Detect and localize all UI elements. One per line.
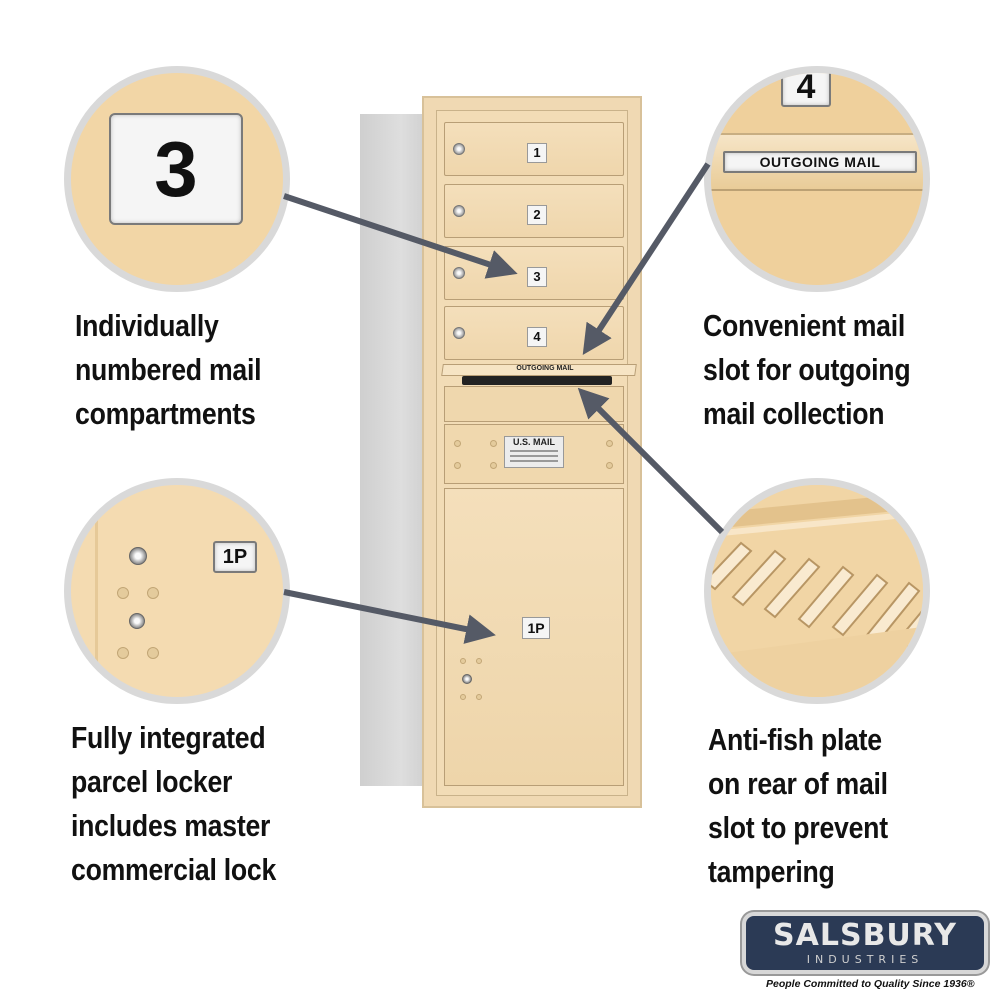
callout-compartment-number: 3 [64, 66, 290, 292]
caption-line: Fully integrated [71, 720, 266, 755]
mail-door-2: 2 [444, 184, 624, 238]
caption-line: on rear of mail [708, 766, 888, 801]
caption-line: Convenient mail [703, 308, 906, 343]
caption-line: Anti-fish plate [708, 722, 882, 757]
rivet [454, 440, 461, 447]
door-number: 1 [527, 143, 547, 163]
arrow-to-outgoing-slot [582, 162, 711, 356]
door-number: 4 [527, 327, 547, 347]
salsbury-logo [742, 912, 988, 974]
plate-fine-print [510, 450, 558, 452]
caption-line: parcel locker [71, 764, 233, 799]
usmail-plate [504, 436, 564, 468]
rivet [117, 647, 129, 659]
lock-icon [453, 267, 465, 279]
slot-number-plate: 4 [781, 73, 831, 107]
rivet [476, 694, 482, 700]
lock-icon [453, 327, 465, 339]
anti-fish-plate-closeup [711, 485, 923, 697]
rivet [147, 647, 159, 659]
rivet [460, 694, 466, 700]
caption-line: commercial lock [71, 852, 277, 887]
caption-line: numbered mail [75, 352, 262, 387]
caption-outgoing-slot: Convenient mail slot for outgoing mail c… [703, 304, 911, 436]
door-number: 2 [527, 205, 547, 225]
outgoing-slot-label: OUTGOING MAIL [516, 365, 574, 372]
rivet [490, 462, 497, 469]
mail-door-3: 3 [444, 246, 624, 300]
rivet [117, 587, 129, 599]
door-number: 3 [527, 267, 547, 287]
logo-name: SALSBURY [773, 918, 957, 953]
caption-parcel-locker: Fully integrated parcel locker includes … [71, 716, 276, 892]
caption-line: slot for outgoing [703, 352, 911, 387]
caption-line: slot to prevent [708, 810, 888, 845]
lock-icon [129, 547, 147, 565]
arrow-to-anti-fish-plate [577, 387, 725, 535]
caption-line: includes master [71, 808, 271, 843]
usmail-label: U.S. MAIL [513, 437, 555, 447]
callout-parcel-locker: 1P [64, 478, 290, 704]
parcel-number: 1P [522, 617, 550, 639]
rivet [460, 658, 466, 664]
lock-icon [453, 143, 465, 155]
outgoing-mail-slot [462, 376, 612, 385]
master-lock-icon [129, 613, 145, 629]
rivet [147, 587, 159, 599]
arrow-to-parcel-locker [283, 589, 496, 644]
master-lock-icon [462, 674, 472, 684]
caption-anti-fish: Anti-fish plate on rear of mail slot to … [708, 718, 888, 894]
logo-tagline: People Committed to Quality Since 1936® [766, 978, 975, 990]
rivet [490, 440, 497, 447]
rivet [606, 462, 613, 469]
compartment-number-plate: 3 [109, 113, 243, 225]
callout-anti-fish-plate [704, 478, 930, 704]
mail-door-1: 1 [444, 122, 624, 176]
rivet [454, 462, 461, 469]
outgoing-mail-label: OUTGOING MAIL [723, 151, 917, 173]
plate-fine-print [510, 460, 558, 462]
logo-subtitle: INDUSTRIES [806, 953, 924, 966]
callout-outgoing-slot: 4 OUTGOING MAIL [704, 66, 930, 292]
lock-icon [453, 205, 465, 217]
plate-fine-print [510, 455, 558, 457]
caption-compartments: Individually numbered mail compartments [75, 304, 262, 436]
caption-line: tampering [708, 854, 835, 889]
arrow-to-compartment [283, 193, 518, 279]
parcel-number-plate: 1P [213, 541, 257, 573]
rivet [606, 440, 613, 447]
rivet [476, 658, 482, 664]
caption-line: compartments [75, 396, 256, 431]
door-edge [95, 485, 98, 697]
caption-line: Individually [75, 308, 219, 343]
caption-line: mail collection [703, 396, 885, 431]
